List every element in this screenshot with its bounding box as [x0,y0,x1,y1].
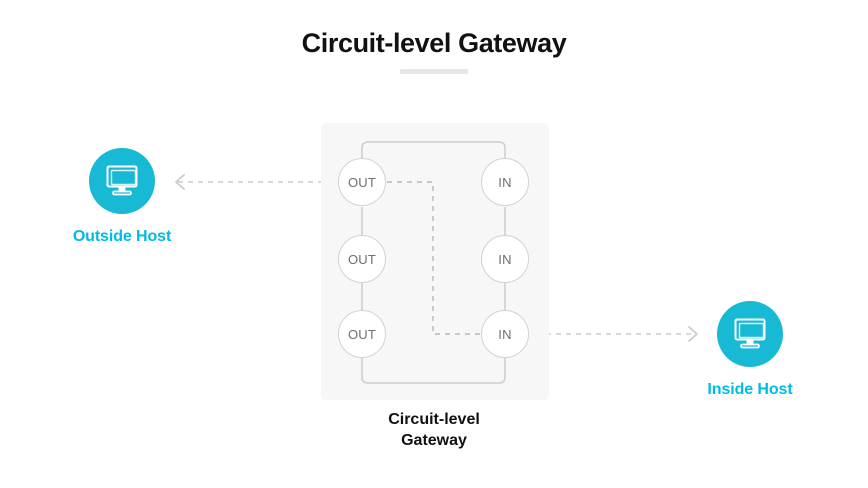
out-port-1[interactable]: OUT [338,158,386,206]
desktop-monitor-icon [102,163,142,199]
outside-host-circle [89,148,155,214]
outside-host-arrowhead-left [175,174,185,190]
gateway-caption: Circuit-level Gateway [334,409,534,451]
title-underline-rule [400,69,468,74]
inside-host-arrowhead-right [688,326,698,342]
desktop-monitor-icon [730,316,770,352]
out-port-3[interactable]: OUT [338,310,386,358]
outside-host-label: Outside Host [72,228,172,245]
out-port-2[interactable]: OUT [338,235,386,283]
inside-host-circle [717,301,783,367]
circuit-path-top-fg [361,141,506,160]
internal-circuit-path-fg [387,181,480,335]
in-port-1[interactable]: IN [481,158,529,206]
gateway-caption-line-2: Gateway [401,432,467,449]
in-port-2[interactable]: IN [481,235,529,283]
outside-host-node[interactable]: Outside Host [41,148,203,246]
page-title: Circuit-level Gateway [301,28,567,58]
inside-host-label: Inside Host [707,381,793,398]
circuit-path-bottom-fg [361,358,506,384]
inside-host-node[interactable]: Inside Host [669,301,831,399]
gateway-caption-line-1: Circuit-level [388,411,480,428]
in-port-3[interactable]: IN [481,310,529,358]
